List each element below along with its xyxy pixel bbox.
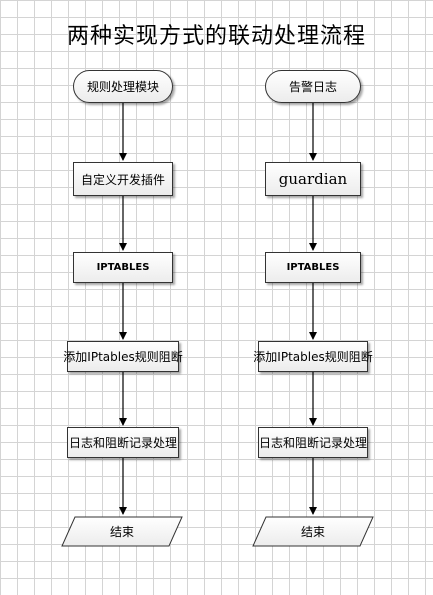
right-step3-box: 添加IPtables规则阻断 (253, 341, 373, 372)
left-start-label: 规则处理模块 (86, 80, 159, 94)
right-end-shape (252, 516, 374, 547)
left-end-shape (61, 516, 183, 547)
left-step3-label: 添加IPtables规则阻断 (63, 350, 183, 364)
left-step2-label: IPTABLES (96, 262, 150, 273)
right-start-terminal: 告警日志 (265, 70, 361, 103)
right-step4-box: 日志和阻断记录处理 (258, 427, 368, 458)
left-step4-label: 日志和阻断记录处理 (68, 436, 177, 450)
right-step1-box: guardian (265, 162, 361, 196)
left-start-terminal: 规则处理模块 (73, 70, 173, 103)
right-step3-label: 添加IPtables规则阻断 (253, 350, 373, 364)
right-step2-label: IPTABLES (286, 262, 340, 273)
left-step4-box: 日志和阻断记录处理 (67, 427, 179, 458)
right-start-label: 告警日志 (288, 80, 337, 94)
right-step4-label: 日志和阻断记录处理 (259, 436, 368, 450)
right-step1-label: guardian (278, 170, 348, 188)
right-end-parallelogram: 结束 (251, 516, 375, 547)
left-end-parallelogram: 结束 (60, 516, 184, 547)
diagram-title: 两种实现方式的联动处理流程 (66, 24, 366, 49)
left-step3-box: 添加IPtables规则阻断 (63, 341, 183, 372)
right-end-label: 结束 (300, 525, 325, 539)
left-step1-box: 自定义开发插件 (73, 162, 173, 196)
left-step1-label: 自定义开发插件 (80, 172, 165, 187)
left-step2-box: IPTABLES (73, 252, 173, 283)
left-end-label: 结束 (109, 525, 134, 539)
right-step2-box: IPTABLES (265, 252, 361, 283)
